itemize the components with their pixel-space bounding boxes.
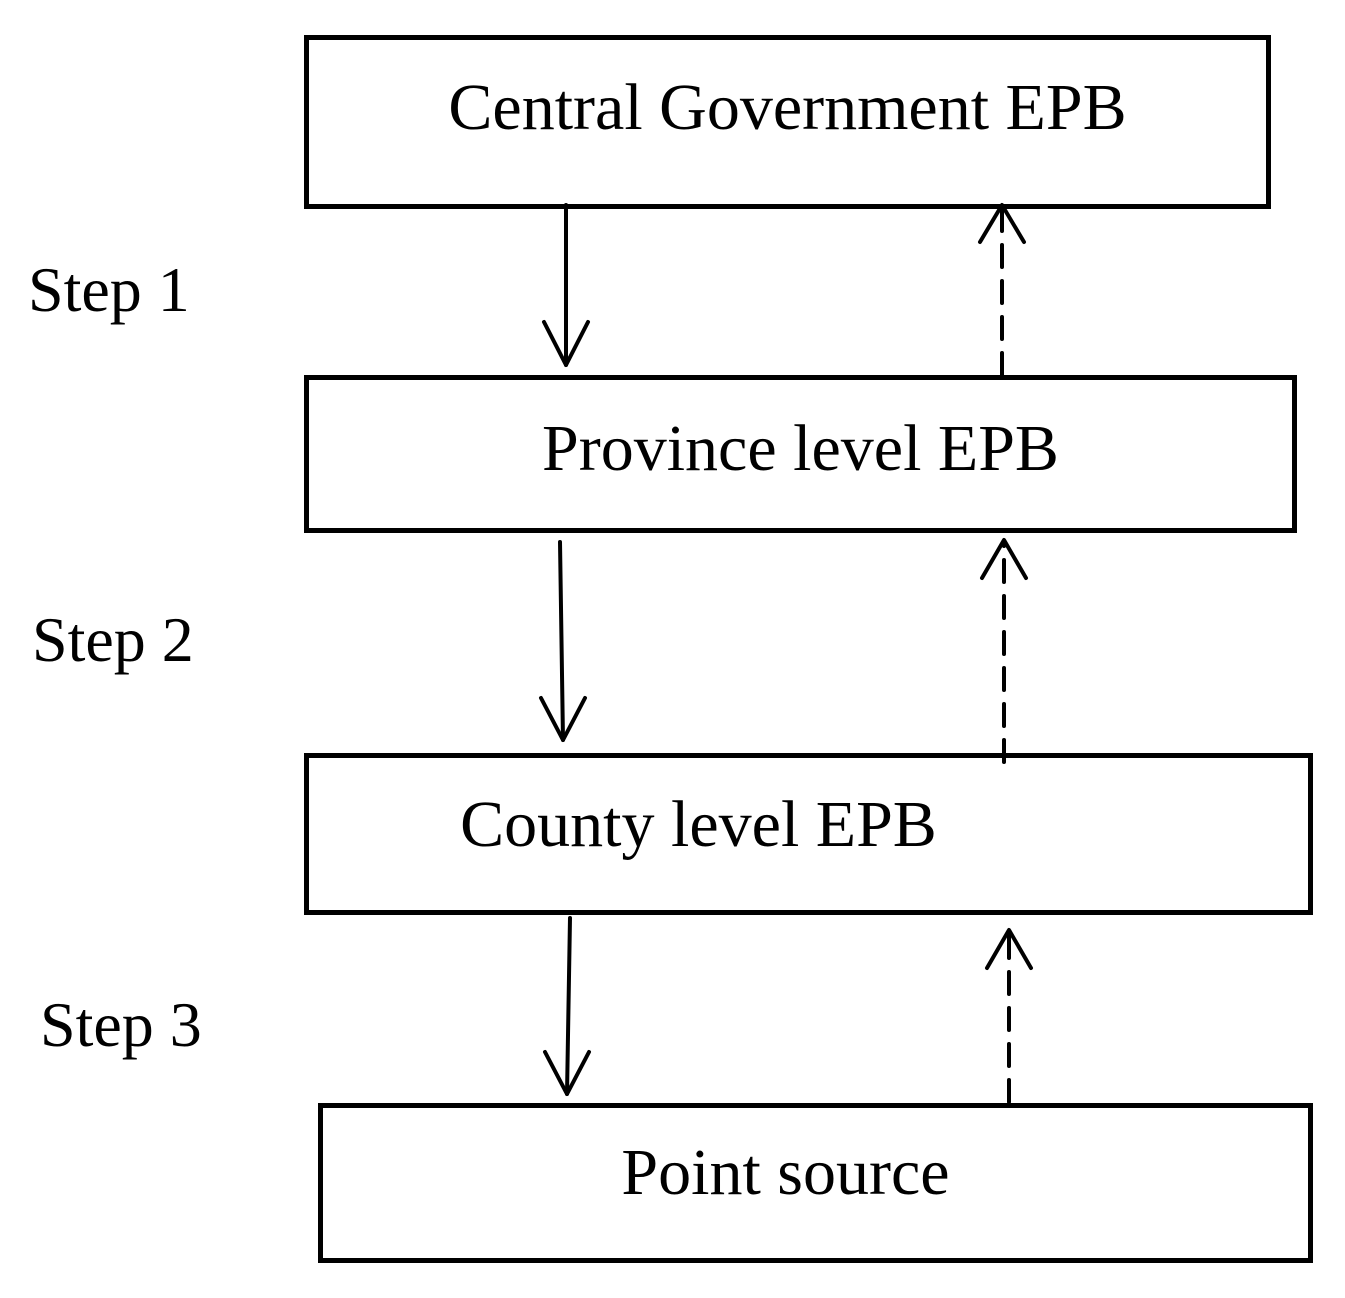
down-arrow-step-2 <box>539 540 587 742</box>
central-government-epb-label: Central Government EPB <box>448 71 1127 144</box>
point-source-label: Point source <box>621 1136 950 1209</box>
province-level-epb-label: Province level EPB <box>542 412 1059 485</box>
down-arrow-step-1 <box>542 203 590 367</box>
county-level-epb-label: County level EPB <box>460 788 937 861</box>
province-level-epb-box: Province level EPB <box>304 375 1297 533</box>
up-arrow-step-3 <box>985 928 1033 1104</box>
step-3-label: Step 3 <box>40 989 202 1060</box>
down-arrow-step-3 <box>543 916 591 1096</box>
county-level-epb-box: County level EPB <box>304 753 1313 915</box>
up-arrow-step-2 <box>980 538 1028 764</box>
step-2-label: Step 2 <box>32 604 194 675</box>
central-government-epb-box: Central Government EPB <box>304 35 1271 209</box>
step-1-label: Step 1 <box>28 254 190 325</box>
up-arrow-step-1 <box>978 203 1026 377</box>
point-source-box: Point source <box>318 1103 1313 1263</box>
